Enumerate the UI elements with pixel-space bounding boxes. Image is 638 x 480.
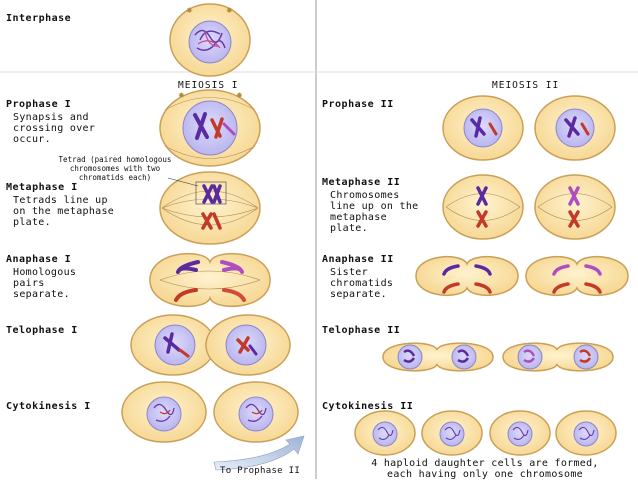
- telophase2-cells: [382, 342, 614, 372]
- tetrad-pointer: [167, 177, 199, 187]
- cytokinesis2-cells: [354, 410, 617, 456]
- svg-text:✸: ✸: [236, 91, 243, 100]
- to-prophase2-arrow: [213, 435, 305, 471]
- label-interphase: Interphase: [6, 13, 72, 24]
- prophase1-cell: ✸✸: [159, 89, 261, 167]
- label-telophase-1: Telophase I: [6, 325, 78, 336]
- desc-anaphase-2: Sister chromatids separate.: [330, 267, 394, 300]
- desc-metaphase-2: Chromosomes line up on the metaphase pla…: [330, 190, 419, 234]
- summary-text: 4 haploid daughter cells are formed, eac…: [371, 458, 599, 480]
- label-prophase-2: Prophase II: [322, 99, 394, 110]
- desc-prophase-1: Synapsis and crossing over occur.: [13, 112, 96, 145]
- cytokinesis1-cells: [121, 381, 299, 443]
- label-anaphase-2: Anaphase II: [322, 254, 394, 265]
- label-anaphase-1: Anaphase I: [6, 254, 72, 265]
- interphase-cell: ✸✸: [169, 3, 251, 77]
- label-cytokinesis-1: Cytokinesis I: [6, 401, 91, 412]
- desc-metaphase-1: Tetrads line up on the metaphase plate.: [13, 195, 115, 228]
- header-meiosis-2: MEIOSIS II: [492, 80, 560, 91]
- svg-text:✸: ✸: [186, 6, 193, 15]
- metaphase1-cell: [159, 171, 261, 245]
- svg-text:✸: ✸: [226, 6, 233, 15]
- label-cytokinesis-2: Cytokinesis II: [322, 401, 414, 412]
- metaphase2-cells: [442, 174, 616, 240]
- label-to-prophase-2: To Prophase II: [220, 466, 301, 476]
- anaphase1-cell: [149, 252, 271, 308]
- prophase2-cells: [442, 95, 616, 161]
- label-metaphase-2: Metaphase II: [322, 177, 401, 188]
- label-prophase-1: Prophase I: [6, 99, 72, 110]
- label-metaphase-1: Metaphase I: [6, 182, 78, 193]
- tetrad-note: Tetrad (paired homologous chromosomes wi…: [58, 155, 172, 182]
- header-meiosis-1: MEIOSIS I: [178, 80, 239, 91]
- svg-text:✸: ✸: [178, 91, 185, 100]
- anaphase2-cells: [415, 255, 629, 297]
- desc-anaphase-1: Homologous pairs separate.: [13, 267, 77, 300]
- label-telophase-2: Telophase II: [322, 325, 401, 336]
- telophase1-cells: [130, 314, 291, 376]
